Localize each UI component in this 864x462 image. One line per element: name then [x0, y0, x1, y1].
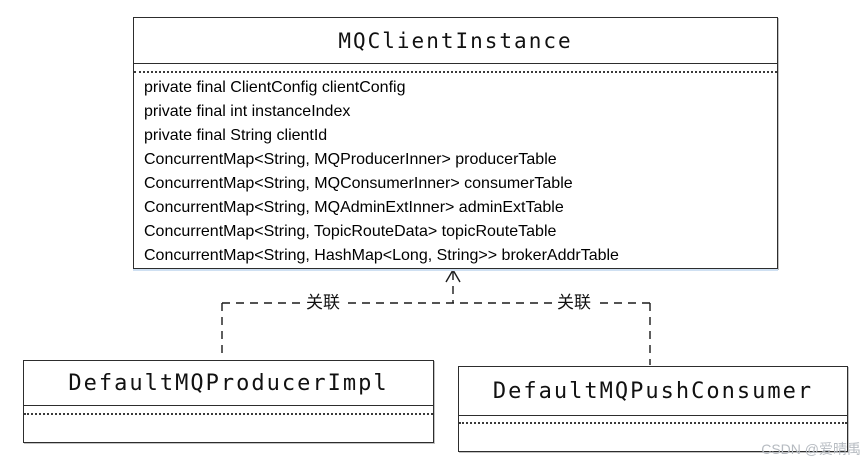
- fields-separator: [459, 422, 847, 424]
- class-field: ConcurrentMap<String, MQAdminExtInner> a…: [144, 199, 564, 216]
- fields-separator: [134, 71, 777, 73]
- class-field: private final ClientConfig clientConfig: [144, 79, 406, 96]
- class-box-mqclientinstance: MQClientInstance private final ClientCon…: [133, 17, 778, 269]
- class-title-defaultmqproducerimpl: DefaultMQProducerImpl: [24, 361, 433, 406]
- fields-separator: [24, 413, 433, 415]
- association-label-left: 关联: [303, 293, 343, 313]
- class-title-defaultmqpushconsumer: DefaultMQPushConsumer: [459, 367, 847, 416]
- association-label-right: 关联: [554, 293, 594, 313]
- class-field: ConcurrentMap<String, MQProducerInner> p…: [144, 151, 557, 168]
- class-field: private final int instanceIndex: [144, 103, 351, 120]
- class-title-mqclientinstance: MQClientInstance: [134, 18, 777, 64]
- csdn-watermark: CSDN @爱晴禹: [761, 441, 861, 457]
- class-box-defaultmqproducerimpl: DefaultMQProducerImpl: [23, 360, 434, 443]
- fields-list: private final ClientConfig clientConfig …: [134, 73, 777, 268]
- class-box-defaultmqpushconsumer: DefaultMQPushConsumer: [458, 366, 848, 452]
- class-field: ConcurrentMap<String, HashMap<Long, Stri…: [144, 247, 619, 264]
- selection-highlight-line: [133, 269, 778, 271]
- class-field: private final String clientId: [144, 127, 328, 144]
- class-field: ConcurrentMap<String, TopicRouteData> to…: [144, 223, 557, 240]
- class-field: ConcurrentMap<String, MQConsumerInner> c…: [144, 175, 573, 192]
